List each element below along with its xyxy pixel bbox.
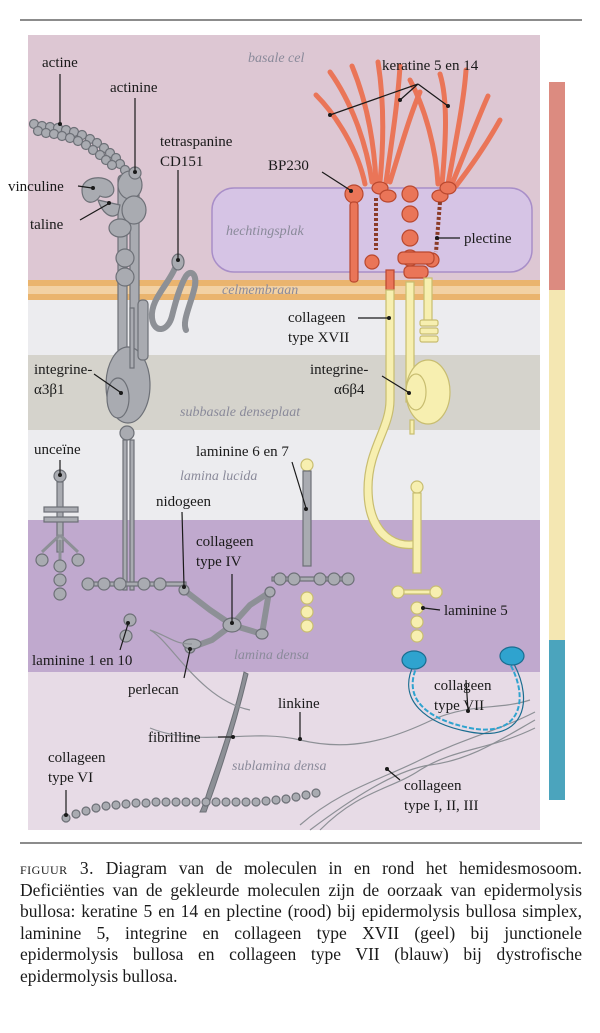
collageen-vii-molecule	[401, 646, 525, 735]
hemidesmosome-diagram: basale cel hechtingsplak celmembraan sub…	[8, 19, 582, 844]
label-linkine: linkine	[278, 696, 320, 712]
label-laminine-6-7: laminine 6 en 7	[196, 444, 289, 460]
zone-lamina-lucida: lamina lucida	[180, 469, 257, 484]
label-collageen-vi-2: type VI	[48, 770, 93, 786]
label-collageen-iv-1: collageen	[196, 534, 254, 550]
tetraspanine-cd151-molecule	[129, 253, 199, 369]
label-collageen-iv-2: type IV	[196, 554, 242, 570]
label-collageen-vii-2: type VII	[434, 698, 484, 714]
lamina-densa-layer	[28, 520, 540, 672]
vinculine-taline-molecules	[81, 177, 121, 217]
integrine-a6b4-molecule	[405, 277, 451, 435]
zone-basale-cel: basale cel	[248, 51, 304, 66]
actine-filament	[28, 118, 131, 176]
label-collageen-xvii-1: collageen	[288, 310, 346, 326]
bp230-molecule	[344, 181, 397, 283]
label-keratine: keratine 5 en 14	[382, 58, 479, 74]
color-bar-blue	[549, 640, 565, 800]
label-collageen-i-ii-iii-1: collageen	[404, 778, 462, 794]
figure-label: figuur 3.	[20, 858, 95, 878]
keratine-filaments	[313, 59, 503, 189]
label-unceine: unceïne	[34, 442, 81, 458]
label-integrine-a3b1-1: integrine-	[34, 362, 92, 378]
integrine-a3b1-molecule	[105, 170, 151, 591]
zone-hechtingsplak: hechtingsplak	[226, 224, 305, 239]
label-laminine-5: laminine 5	[444, 603, 508, 619]
color-bar-red	[549, 82, 565, 290]
lamina-lucida-layer	[28, 430, 540, 520]
caption-text: Diagram van de moleculen in en rond het …	[20, 858, 583, 986]
fibrilline-molecule	[199, 671, 249, 813]
label-integrine-a6b4-2: α6β4	[334, 382, 365, 398]
label-perlecan: perlecan	[128, 682, 179, 698]
zone-celmembraan: celmembraan	[222, 283, 298, 298]
label-plectine: plectine	[464, 231, 512, 247]
zone-subbasale-denseplaat: subbasale denseplaat	[180, 405, 301, 420]
label-tetraspanine: tetraspanine	[160, 134, 233, 150]
leader-lines	[58, 74, 470, 817]
collageen-i-ii-iii-fibres	[299, 711, 536, 831]
label-collageen-vi-1: collageen	[48, 750, 106, 766]
zone-lamina-densa: lamina densa	[234, 648, 309, 663]
collageen-vi-fibre	[61, 788, 321, 823]
plectine-molecule	[397, 181, 457, 279]
laminine-5-molecule	[391, 480, 443, 643]
label-nidogeen: nidogeen	[156, 494, 211, 510]
zone-sublamina-densa: sublamina densa	[232, 759, 327, 774]
label-collageen-xvii-2: type XVII	[288, 330, 349, 346]
label-laminine-1-10: laminine 1 en 10	[32, 653, 132, 669]
celmembraan-inner-band	[28, 286, 540, 294]
label-taline: taline	[30, 217, 64, 233]
label-bp230: BP230	[268, 158, 309, 174]
label-actine: actine	[42, 55, 78, 71]
label-fibrilline: fibrilline	[148, 730, 201, 746]
label-actinine: actinine	[110, 80, 158, 96]
label-cd151: CD151	[160, 154, 203, 170]
lamina-lucida-upper-layer	[28, 300, 540, 355]
label-integrine-a6b4-1: integrine-	[310, 362, 368, 378]
label-collageen-i-ii-iii-2: type I, II, III	[404, 798, 479, 814]
color-bar-yellow	[549, 290, 565, 640]
label-vinculine: vinculine	[8, 179, 64, 195]
label-collageen-vii-1: collageen	[434, 678, 492, 694]
label-integrine-a3b1-2: α3β1	[34, 382, 65, 398]
figure-caption: figuur 3. Diagram van de moleculen in en…	[20, 858, 582, 987]
laminine-6-7-molecule	[271, 458, 355, 633]
diagram-labels: actine actinine tetraspanine CD151 vincu…	[8, 55, 512, 814]
